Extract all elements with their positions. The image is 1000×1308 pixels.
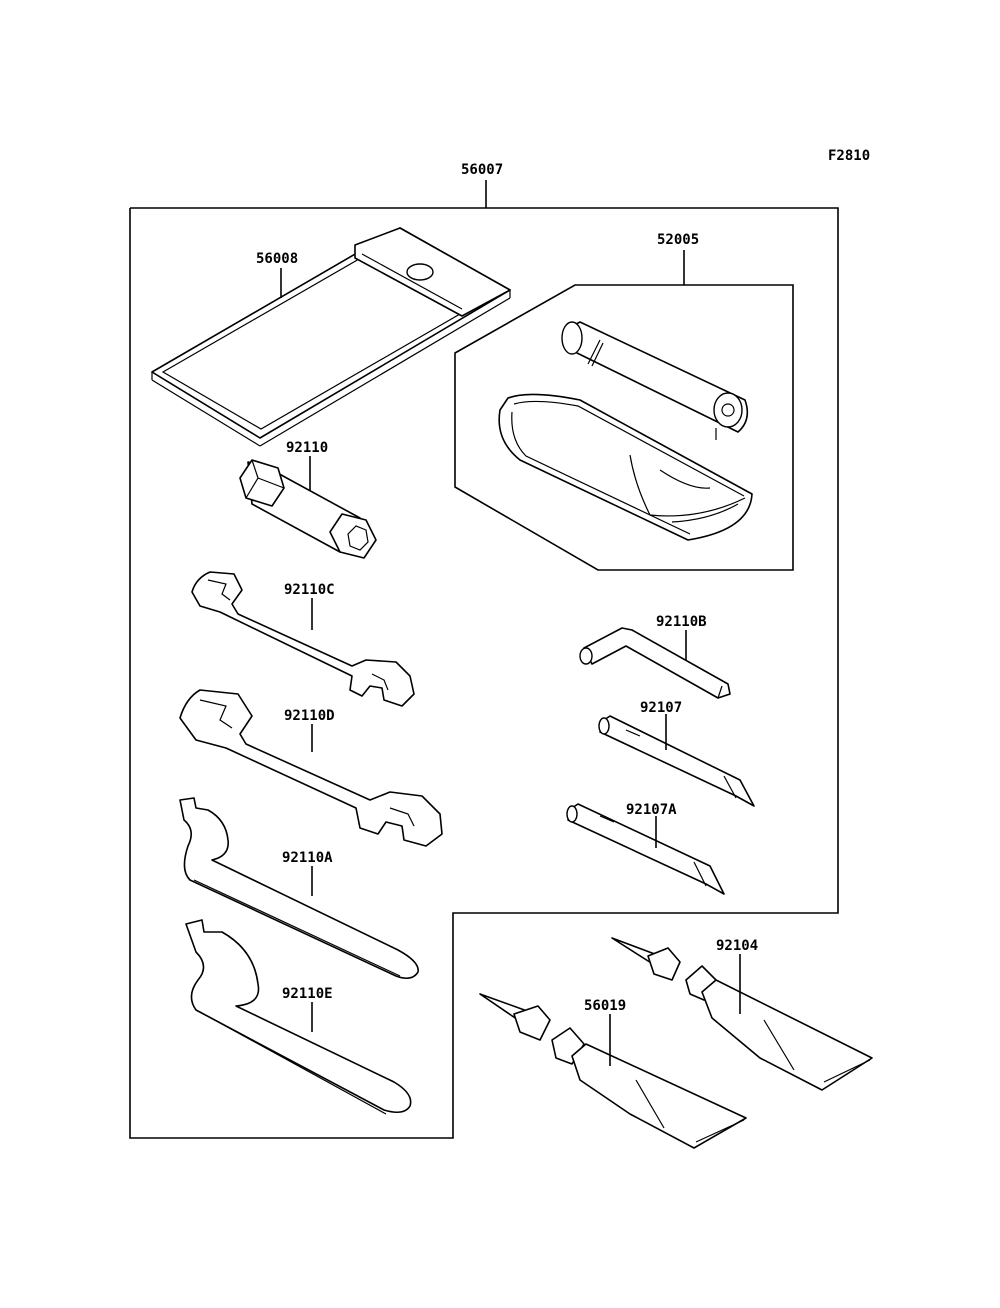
open-end-wrench-d[interactable] (179, 689, 443, 847)
label-hook-a: 92110A (282, 850, 333, 866)
hex-key[interactable] (579, 627, 731, 699)
label-92104: 92104 (716, 938, 758, 954)
box-wrench[interactable] (239, 459, 377, 559)
screwdriver-a[interactable] (566, 803, 725, 895)
label-hex-key: 92110B (656, 614, 707, 630)
pump-bag[interactable] (498, 393, 753, 541)
screwdriver[interactable] (598, 715, 755, 807)
pump-kit-outline (454, 250, 794, 571)
grease-tube-92104[interactable] (611, 937, 873, 1091)
label-kit: 56007 (461, 162, 503, 178)
label-56019: 56019 (584, 998, 626, 1014)
tire-pump[interactable] (561, 321, 749, 440)
label-wrench-d: 92110D (284, 708, 335, 724)
label-screwdriver: 92107 (640, 700, 682, 716)
hook-wrench-e[interactable] (185, 919, 412, 1115)
open-end-wrench-c[interactable] (191, 571, 415, 707)
label-wrench-c: 92110C (284, 582, 335, 598)
figure-code: F2810 (828, 148, 870, 164)
label-hook-e: 92110E (282, 986, 333, 1002)
label-box-wrench: 92110 (286, 440, 328, 456)
grease-tube-56019[interactable] (479, 993, 747, 1149)
label-pouch: 56008 (256, 251, 298, 267)
hook-wrench-a[interactable] (179, 797, 419, 980)
label-pump-kit: 52005 (657, 232, 699, 248)
kit-outline (129, 180, 839, 1139)
tool-pouch[interactable] (151, 227, 511, 447)
label-screwdriver-a: 92107A (626, 802, 677, 818)
